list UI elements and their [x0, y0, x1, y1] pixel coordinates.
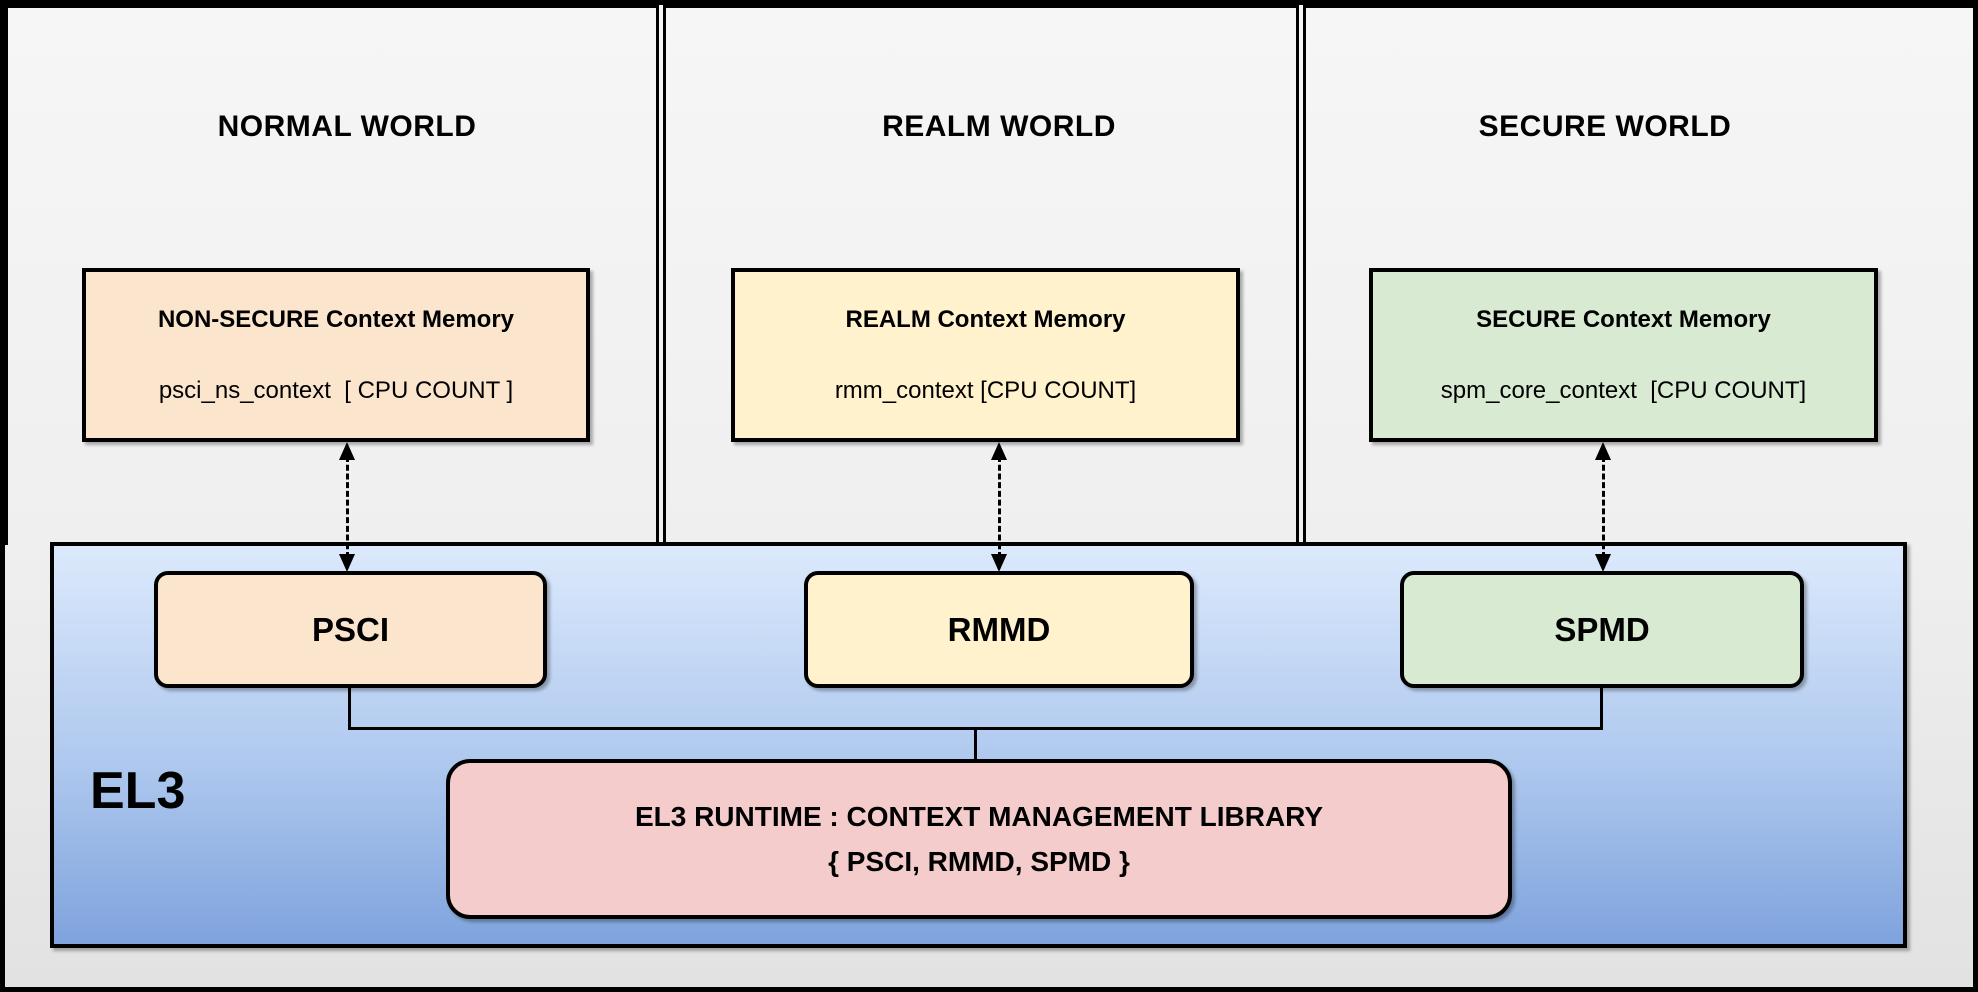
non-secure-context-memory-box: NON-SECURE Context Memory psci_ns_contex…	[82, 268, 590, 442]
el3-runtime-library-box: EL3 RUNTIME : CONTEXT MANAGEMENT LIBRARY…	[446, 759, 1512, 919]
dashed-line	[998, 456, 1001, 558]
runtime-library-line1: EL3 RUNTIME : CONTEXT MANAGEMENT LIBRARY	[634, 801, 1324, 832]
arrowhead-down-icon	[1595, 554, 1611, 572]
context-memory-title: REALM Context Memory	[845, 306, 1126, 333]
panel-normal-world	[5, 5, 659, 545]
runtime-library-line2: { PSCI, RMMD, SPMD }	[828, 846, 1130, 877]
context-memory-title: SECURE Context Memory	[1476, 306, 1771, 333]
spmd-box: SPMD	[1400, 571, 1804, 688]
panel-realm-world	[663, 5, 1299, 545]
connector-runtime-drop	[974, 727, 977, 762]
connector-psci-vertical	[348, 685, 351, 730]
context-memory-array: rmm_context [CPU COUNT]	[834, 377, 1137, 404]
dashed-line	[346, 456, 349, 558]
realm-world-title: REALM WORLD	[882, 110, 1116, 143]
secure-context-memory-box: SECURE Context Memory spm_core_context […	[1369, 268, 1878, 442]
dashed-line	[1602, 456, 1605, 558]
arrowhead-up-icon	[991, 442, 1007, 460]
realm-context-memory-box: REALM Context Memory rmm_context [CPU CO…	[731, 268, 1240, 442]
context-memory-array: spm_core_context [CPU COUNT]	[1440, 377, 1807, 404]
secure-world-title: SECURE WORLD	[1478, 110, 1732, 143]
normal-world-title: NORMAL WORLD	[217, 110, 477, 143]
arrowhead-up-icon	[339, 442, 355, 460]
arrowhead-down-icon	[339, 554, 355, 572]
context-memory-array: psci_ns_context [ CPU COUNT ]	[158, 377, 514, 404]
arrowhead-down-icon	[991, 554, 1007, 572]
panel-secure-world	[1303, 5, 1973, 545]
el3-label: EL3	[90, 762, 186, 820]
arrowhead-up-icon	[1595, 442, 1611, 460]
connector-spmd-vertical	[1600, 685, 1603, 730]
context-memory-title: NON-SECURE Context Memory	[157, 306, 515, 333]
psci-box: PSCI	[154, 571, 547, 688]
rmmd-box: RMMD	[804, 571, 1194, 688]
